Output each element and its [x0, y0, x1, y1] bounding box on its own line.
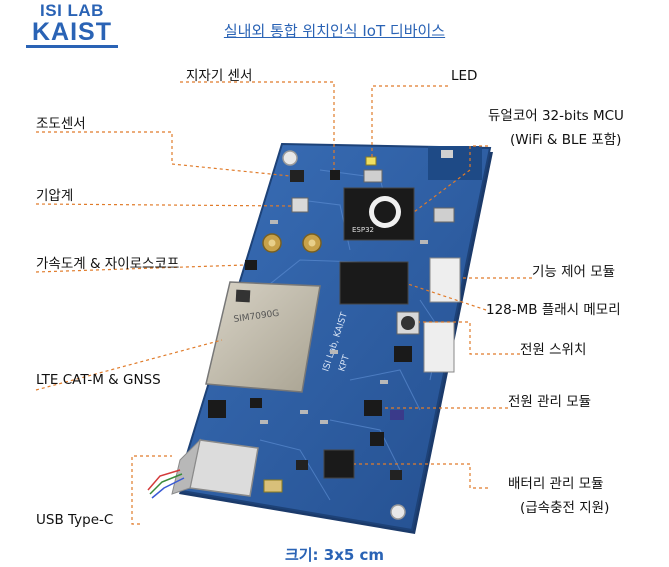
page-title-text: 실내외 통합 위치인식 IoT 디바이스 — [223, 22, 446, 40]
lte-module — [205, 281, 321, 393]
illuminance-sensor — [290, 170, 304, 182]
label-power-switch: 전원 스위치 — [520, 342, 587, 358]
flash-chip — [339, 261, 409, 305]
antenna-area — [428, 146, 482, 180]
label-lte: LTE CAT-M & GNSS — [36, 372, 161, 388]
label-mcu-line2: (WiFi & BLE 포함) — [510, 132, 622, 148]
page-title: 실내외 통합 위치인식 IoT 디바이스 — [0, 20, 669, 41]
crystal — [363, 169, 383, 183]
label-power-management: 전원 관리 모듈 — [508, 394, 592, 410]
logo-line2: KAIST — [32, 18, 112, 46]
battery-mgmt-chip — [323, 449, 355, 479]
power-mgmt-passive — [390, 410, 404, 420]
switch-connector — [423, 321, 455, 373]
mounting-hole — [282, 150, 298, 166]
logo-underline — [26, 45, 118, 48]
magnetometer-chip — [330, 170, 340, 180]
label-mcu-line1: 듀얼코어 32-bits MCU — [488, 108, 624, 124]
function-connector — [429, 257, 461, 303]
leader-lines — [35, 81, 532, 525]
usb-c-connector — [189, 439, 259, 497]
imu-chip — [245, 260, 257, 270]
label-magnetometer: 지자기 센서 — [186, 68, 253, 84]
label-flash-memory: 128-MB 플래시 메모리 — [486, 302, 621, 318]
label-battery-line1: 배터리 관리 모듈 — [508, 476, 604, 492]
barometer-chip — [291, 197, 309, 213]
size-caption: 크기: 3x5 cm — [284, 546, 385, 564]
label-usb-type-c: USB Type-C — [36, 512, 114, 528]
mounting-hole — [390, 504, 406, 520]
passives — [260, 220, 428, 424]
switch-ic — [394, 346, 412, 362]
led-component — [365, 156, 377, 166]
label-accel-gyro: 가속도계 & 자이로스코프 — [36, 256, 180, 272]
label-battery-line2: (급속충전 지원) — [520, 500, 610, 516]
isi-lab-kaist-logo: ISI LAB KAIST — [22, 2, 122, 48]
power-mgmt-chip — [364, 400, 382, 416]
label-illuminance-sensor: 조도센서 — [36, 116, 86, 132]
label-barometer: 기압계 — [36, 188, 74, 204]
antenna-chip — [441, 150, 453, 158]
label-led: LED — [451, 68, 478, 84]
label-function-module: 기능 제어 모듈 — [532, 264, 616, 280]
usb-wires — [147, 469, 185, 499]
mcu-text: ESP32 — [352, 226, 374, 234]
logo-line1: ISI LAB — [40, 1, 104, 20]
crystal — [433, 207, 455, 223]
